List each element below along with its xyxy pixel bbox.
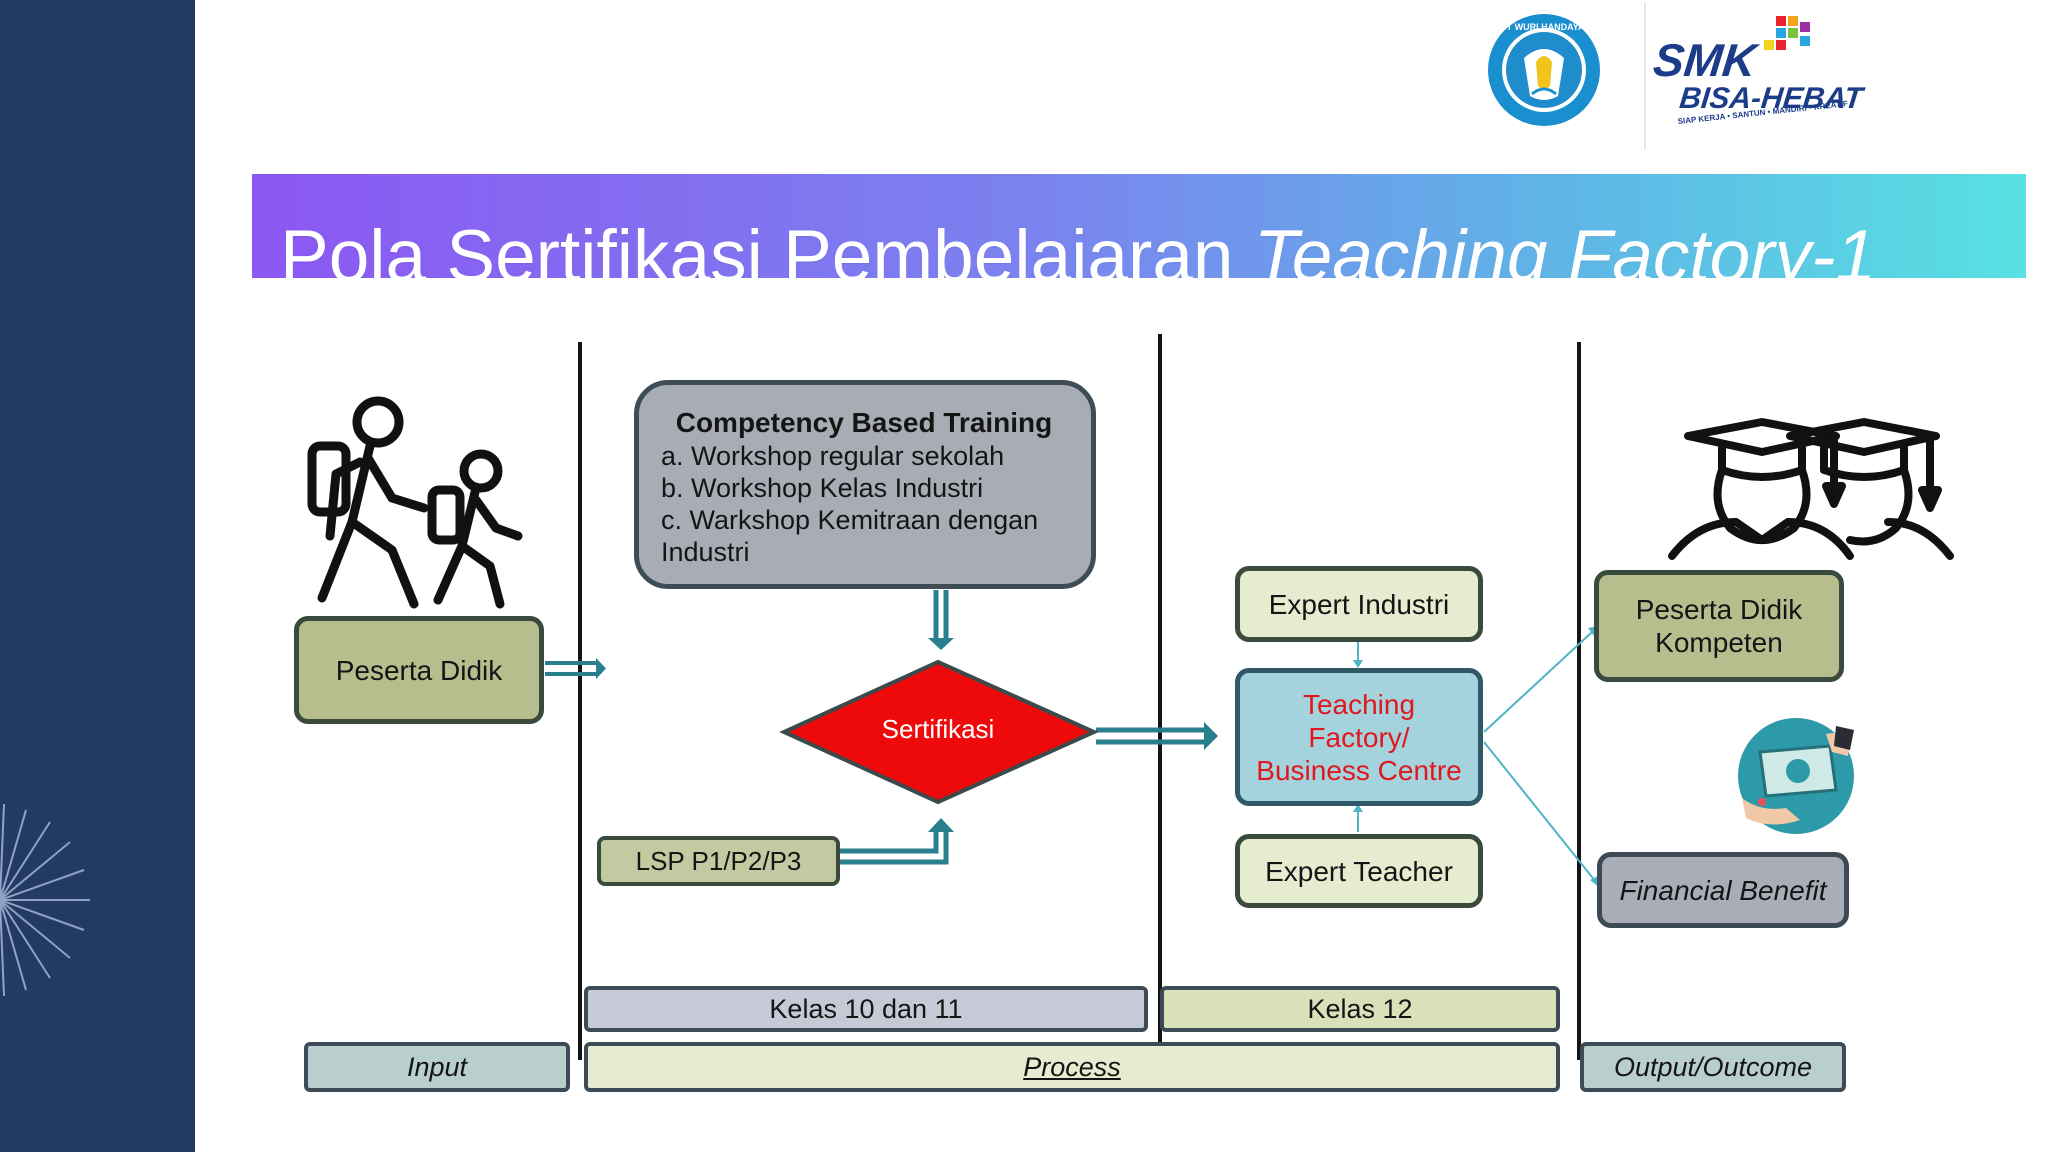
svg-text:TUT WURI HANDAYANI: TUT WURI HANDAYANI	[1495, 22, 1594, 32]
header-logos: TUT WURI HANDAYANI SMK BISA-HEBAT SIAP K…	[1488, 2, 1867, 150]
phase-process-label: Process	[1023, 1051, 1121, 1082]
arrow-sertifikasi-to-tefa	[1096, 722, 1218, 750]
expert-industri-box: Expert Industri	[1235, 566, 1483, 642]
sertifikasi-label: Sertifikasi	[881, 714, 995, 744]
svg-text:SMK: SMK	[1651, 34, 1762, 86]
expert-industri-label: Expert Industri	[1268, 588, 1450, 620]
phase-input-label: Input	[406, 1051, 468, 1082]
arrow-cbt-to-sertifikasi	[928, 590, 954, 650]
kompeten-line-2: Kompeten	[1655, 627, 1783, 658]
cbt-item-c: c. Warkshop Kemitraan dengan Industri	[661, 505, 1039, 567]
expert-teacher-box: Expert Teacher	[1235, 834, 1483, 908]
financial-benefit-icon	[1738, 718, 1854, 834]
lsp-label: LSP P1/P2/P3	[635, 845, 802, 876]
competency-based-training-box: Competency Based Training a. Workshop re…	[634, 380, 1096, 589]
financial-benefit-label: Financial Benefit	[1619, 874, 1827, 906]
tefa-line-1: Teaching	[1302, 688, 1416, 720]
divider-process-output	[1577, 342, 1581, 1060]
expert-teacher-label: Expert Teacher	[1265, 855, 1453, 887]
tut-wuri-handayani-logo-icon: TUT WURI HANDAYANI	[1488, 14, 1600, 126]
arrow-expert-teacher-to-tefa	[1353, 804, 1363, 832]
phase-output-label: Output/Outcome	[1613, 1051, 1813, 1082]
kelas-12-label: Kelas 12	[1307, 993, 1413, 1024]
peserta-didik-box: Peserta Didik	[294, 616, 544, 724]
lsp-box: LSP P1/P2/P3	[597, 836, 840, 886]
teaching-factory-box: Teaching Factory/ Business Centre	[1235, 668, 1483, 806]
cbt-item-b: b. Workshop Kelas Industri	[661, 473, 984, 503]
starburst-decoration-icon	[0, 803, 90, 997]
phase-process-bar: Process	[584, 1042, 1560, 1092]
phase-output-bar: Output/Outcome	[1580, 1042, 1846, 1092]
left-sidebar	[0, 0, 195, 1152]
kelas-10-11-label: Kelas 10 dan 11	[769, 993, 963, 1024]
kelas-10-11-bar: Kelas 10 dan 11	[584, 986, 1148, 1032]
arrow-expert-industri-to-tefa	[1353, 640, 1363, 668]
peserta-didik-kompeten-box: Peserta Didik Kompeten	[1594, 570, 1844, 682]
title-banner	[252, 174, 2026, 278]
students-walking-icon	[307, 396, 523, 609]
divider-process-mid	[1158, 334, 1162, 1046]
sertifikasi-diamond	[779, 659, 1099, 805]
peserta-didik-label: Peserta Didik	[335, 654, 503, 686]
cbt-heading: Competency Based Training	[675, 407, 1053, 438]
arrow-tefa-to-outputs	[1483, 631, 1597, 883]
tefa-line-2: Factory/	[1308, 721, 1410, 753]
financial-benefit-box: Financial Benefit	[1597, 852, 1849, 928]
arrow-lsp-to-sertifikasi	[838, 830, 949, 865]
title-mask	[252, 278, 2026, 318]
divider-input-process	[578, 342, 582, 1060]
kelas-12-bar: Kelas 12	[1160, 986, 1560, 1032]
smk-bisa-hebat-logo-icon: SMK BISA-HEBAT SIAP KERJA • SANTUN • MAN…	[1651, 16, 1867, 126]
kompeten-line-1: Peserta Didik	[1635, 594, 1803, 625]
phase-input-bar: Input	[304, 1042, 570, 1092]
svg-text:BISA-HEBAT: BISA-HEBAT	[1678, 82, 1867, 115]
tefa-line-3: Business Centre	[1256, 754, 1462, 786]
graduates-icon	[1668, 418, 1954, 560]
arrow-input-to-process	[545, 658, 606, 679]
cbt-item-a: a. Workshop regular sekolah	[661, 441, 1005, 471]
